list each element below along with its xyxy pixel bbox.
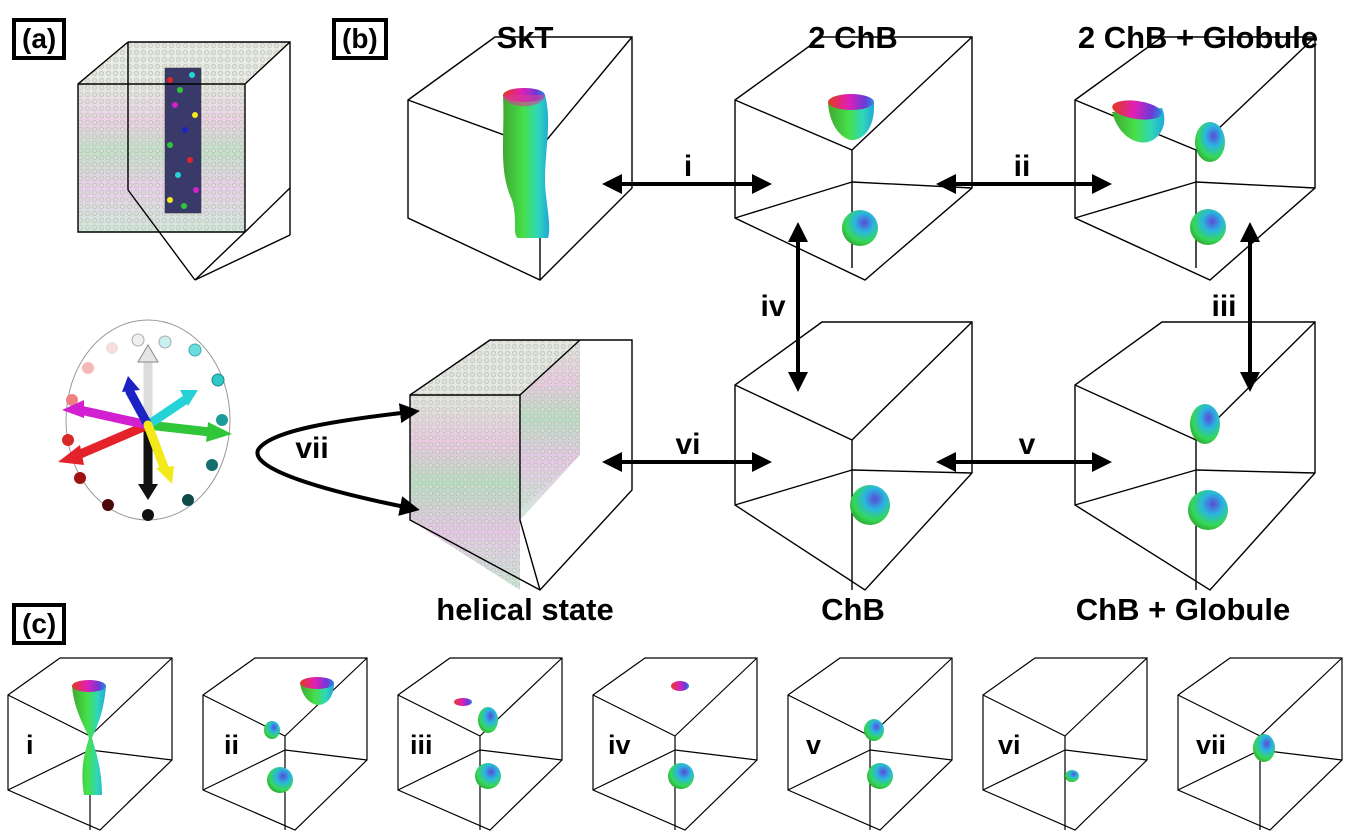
arrow-vii	[255, 403, 420, 516]
cube-two-chb-globule	[1074, 36, 1316, 281]
strip-label-i: i	[26, 730, 34, 760]
strip-label-v: v	[806, 730, 822, 760]
state-label-chb-globule: ChB + Globule	[1075, 592, 1291, 627]
panel-a-label: (a)	[12, 18, 67, 60]
strip-cube-vii	[1177, 657, 1343, 831]
transition-label-iv: iv	[760, 290, 786, 323]
state-label-two-chb: 2 ChB	[808, 20, 898, 55]
strip-texture-iv	[668, 681, 694, 789]
transition-label-vii: vii	[295, 432, 329, 465]
cube-chb-globule	[1074, 321, 1316, 591]
chiral-bobber-top	[828, 94, 875, 140]
strip-texture-v	[864, 719, 893, 789]
skyrmion-tube	[502, 88, 550, 238]
strip-cube-i	[7, 657, 173, 831]
state-label-two-chb-globule: 2 ChB + Globule	[1077, 20, 1319, 55]
cube-helical	[409, 339, 633, 591]
strip-texture-ii	[264, 677, 334, 793]
strip-texture-iii	[454, 698, 501, 789]
strip-label-vii: vii	[1196, 730, 1227, 760]
state-label-helical: helical state	[436, 592, 614, 627]
strip-label-iv: iv	[608, 730, 631, 760]
transition-label-i: i	[683, 150, 693, 183]
state-label-skt: SkT	[496, 20, 554, 55]
strip-texture-vii	[1253, 734, 1275, 762]
transition-label-ii: ii	[1013, 150, 1031, 183]
skyrmion-core-dots	[164, 67, 202, 214]
strip-label-ii: ii	[224, 730, 240, 760]
strip-texture-vi	[1065, 770, 1079, 782]
chiral-bobber-tilted	[1112, 100, 1165, 143]
state-label-chb: ChB	[821, 592, 885, 627]
chiral-bobber-single	[850, 485, 890, 525]
panel-c-label: (c)	[12, 603, 67, 645]
chiral-bobber-bottom	[842, 210, 878, 246]
strip-texture-i	[72, 680, 106, 795]
cube-chb	[734, 321, 973, 591]
transition-label-v: v	[1018, 428, 1036, 461]
chiral-bobber-lower	[1190, 209, 1226, 245]
globule-upper	[1190, 404, 1220, 444]
transition-label-iii: iii	[1211, 290, 1237, 323]
transition-label-vi: vi	[675, 428, 701, 461]
strip-label-vi: vi	[998, 730, 1021, 760]
globule-top	[1195, 122, 1225, 162]
legend-sphere-ring	[62, 333, 228, 521]
chiral-bobber-lower-2	[1188, 490, 1228, 530]
strip-label-iii: iii	[410, 730, 433, 760]
strip-cube-vi	[982, 657, 1148, 831]
panel-b-label: (b)	[332, 18, 388, 60]
spin-color-legend	[58, 319, 232, 521]
panel-a-cube	[77, 41, 291, 281]
